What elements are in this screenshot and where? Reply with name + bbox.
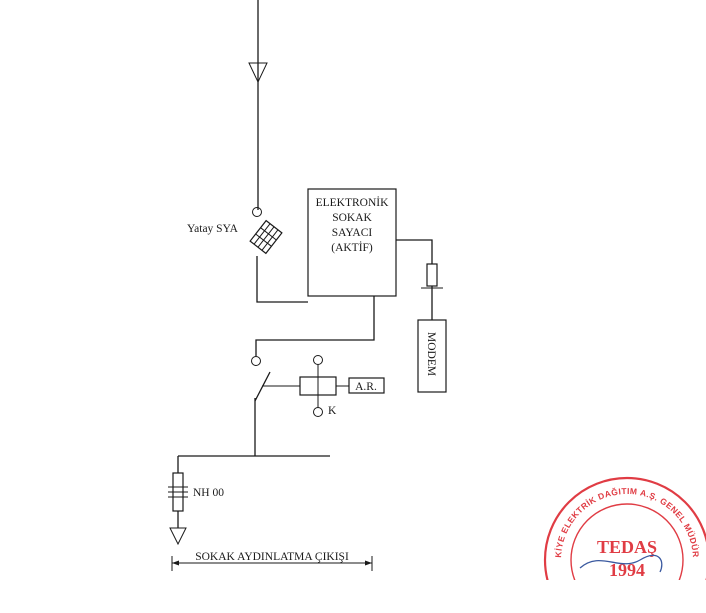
modem-fuse-icon: [426, 263, 438, 287]
ar-label: A.R.: [355, 381, 377, 393]
nh00-fuse: NH 00: [168, 472, 224, 546]
contactor-switch: K: [254, 355, 337, 456]
stamp-signature-icon: [579, 554, 663, 573]
meter-label-line-4: (AKTİF): [331, 240, 373, 254]
ar-relay: A.R.: [336, 377, 385, 394]
coil-terminal-top-icon: [313, 355, 323, 365]
company-stamp: KİYE ELEKTRİK DAĞITIM A.Ş. GENEL MÜDÜR T…: [543, 476, 706, 580]
incoming-arrow-icon: [248, 62, 268, 84]
output-arrow-icon: [169, 527, 187, 546]
switch-terminal-icon: [251, 356, 261, 366]
terminal-top-icon: [252, 207, 262, 217]
yatay-sya-label: Yatay SYA: [187, 223, 239, 235]
meter-output-wire: [251, 296, 375, 366]
busbar: [177, 455, 330, 473]
output-dimension: SOKAK AYDINLATMA ÇIKIŞI: [171, 551, 373, 571]
output-label: SOKAK AYDINLATMA ÇIKIŞI: [195, 551, 349, 563]
meter-modem-link: [396, 239, 443, 320]
modem-label: MODEM: [425, 332, 437, 376]
meter-label-line-3: SAYACI: [332, 227, 373, 239]
incoming-feeder: [248, 0, 268, 217]
stamp-name: TEDAŞ: [597, 537, 657, 557]
meter-label-line-2: SOKAK: [332, 212, 372, 224]
stamp-year: 1994: [609, 560, 645, 580]
coil-terminal-k-icon: [313, 407, 323, 417]
meter-label-line-1: ELEKTRONİK: [316, 195, 390, 209]
nh00-label: NH 00: [193, 487, 224, 499]
yatay-sya-ct: Yatay SYA: [187, 219, 283, 255]
modem: MODEM: [417, 319, 447, 393]
electronic-street-meter: ELEKTRONİK SOKAK SAYACI (AKTİF): [307, 188, 397, 297]
k-label: K: [328, 405, 337, 417]
